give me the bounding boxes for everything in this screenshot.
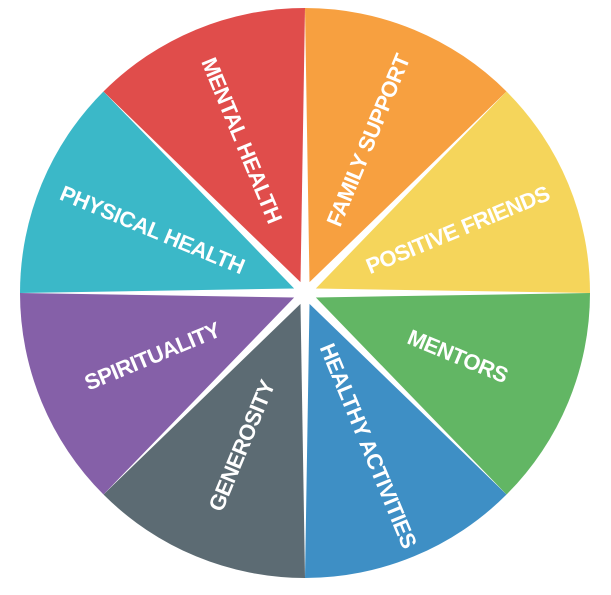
wheel-segment-positive-friends	[315, 91, 590, 293]
wheel-segment-mental-health	[103, 8, 305, 283]
wheel-segment-mentors	[315, 293, 590, 495]
wheel-segment-spirituality	[20, 293, 295, 495]
wheel-segment-healthy-activities	[305, 303, 507, 578]
wheel-segment-family-support	[305, 8, 507, 283]
wheel-segment-generosity	[103, 303, 305, 578]
wheel-segment-physical-health	[20, 91, 295, 293]
